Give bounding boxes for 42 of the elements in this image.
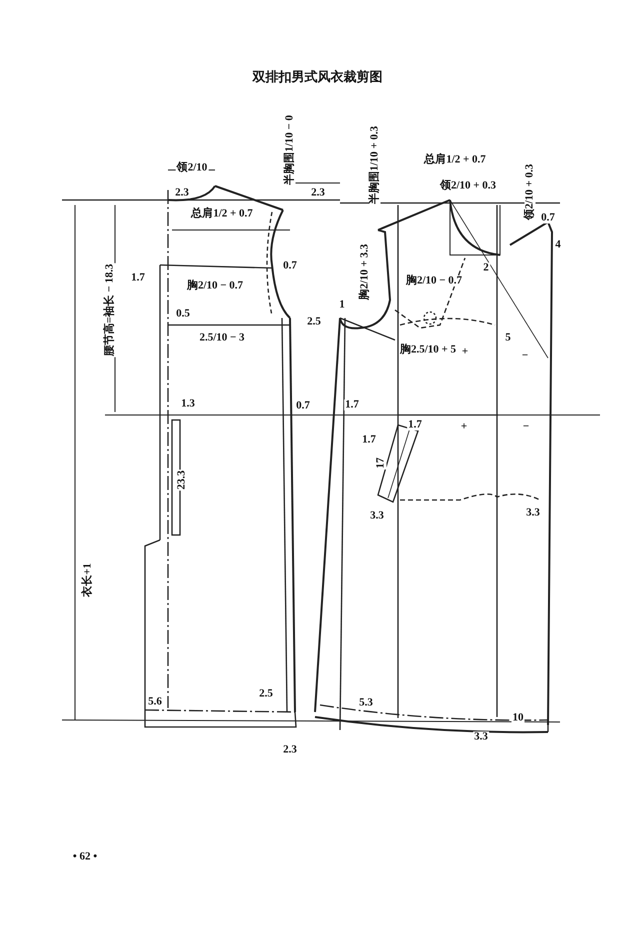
dimension-label: 领2/10 + 0.3 [438, 180, 498, 192]
dimension-label: 10 [512, 712, 524, 724]
page-number: • 62 • [72, 852, 98, 862]
dimension-label: 胸2/10 + 3.3 [360, 242, 370, 302]
dimension-label: 2 [482, 262, 490, 274]
dimension-label: 2.5 [306, 316, 322, 328]
dimension-label: 4 [554, 240, 562, 250]
dimension-label: 胸2.5/10 + 5 [398, 344, 458, 356]
dimension-label: 3.3 [473, 732, 489, 742]
dimension-label: 5.3 [358, 698, 374, 708]
dimension-label: 0.5 [175, 308, 191, 320]
dimension-label: 总肩1/2 + 0.7 [423, 154, 487, 166]
dimension-label: 0.7 [295, 400, 311, 412]
dimension-label: 5 [504, 332, 512, 344]
dimension-label: 胸2/10 − 0.7 [404, 276, 464, 286]
dimension-label: 2.3 [174, 188, 190, 198]
dimension-label: 1 [338, 300, 346, 310]
dimension-label: 领2/10 + 0.3 [524, 162, 536, 222]
dimension-label: 23.3 [176, 469, 188, 491]
dimension-label: 半胸围1/10 − 0 [284, 114, 296, 186]
dimension-label: 5.6 [147, 696, 163, 708]
dimension-label: 领2/10 [176, 162, 208, 174]
dimension-label: 1.7 [361, 434, 377, 446]
dimension-label: 1.7 [407, 420, 423, 430]
diagram-title: 双排扣男式风衣裁剪图 [252, 70, 382, 85]
dimension-label: 3.3 [525, 508, 541, 518]
dimension-label: 2.5 [258, 688, 274, 700]
dimension-label: 3.3 [369, 510, 385, 522]
dimension-label: 0.7 [282, 260, 298, 272]
dimension-label: 半胸围1/10 + 0.3 [370, 124, 380, 206]
dimension-label: 2.3 [310, 188, 326, 198]
dimension-label: 0.7 [540, 212, 556, 224]
dimension-label: 衣长+1 [82, 562, 94, 598]
dimension-label: 2.5/10 − 3 [198, 332, 246, 344]
dimension-label: 1.7 [130, 272, 146, 284]
dimension-label: 2.3 [282, 744, 298, 756]
dimension-label: 腰节高=袖长 − 18.3 [104, 262, 116, 358]
dimension-label: 胸2/10 − 0.7 [186, 280, 244, 292]
dimension-label: 1.7 [344, 400, 360, 410]
dimension-label: 1.3 [180, 398, 196, 410]
dimension-label: 17 [376, 456, 386, 470]
dimension-label: 总肩1/2 + 0.7 [190, 208, 254, 220]
